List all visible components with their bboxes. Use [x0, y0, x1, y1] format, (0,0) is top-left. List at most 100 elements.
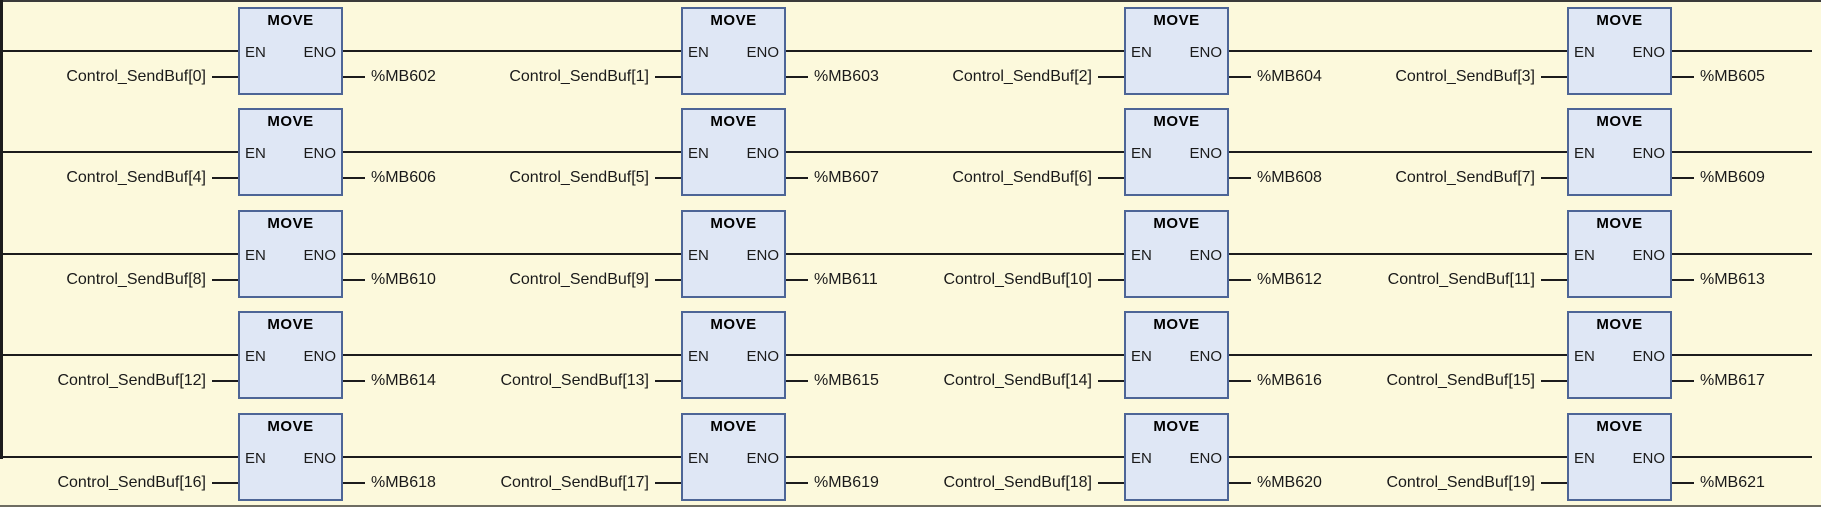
input-operand[interactable]: Control_SendBuf[15]: [1386, 372, 1535, 389]
input-operand[interactable]: Control_SendBuf[16]: [57, 474, 206, 491]
move-block[interactable]: MOVE EN ENO: [238, 210, 343, 298]
output-operand[interactable]: %MB618: [371, 474, 436, 491]
input-operand[interactable]: Control_SendBuf[5]: [509, 169, 649, 186]
move-block[interactable]: MOVE EN ENO: [681, 210, 786, 298]
output-operand[interactable]: %MB617: [1700, 372, 1765, 389]
input-operand[interactable]: Control_SendBuf[12]: [57, 372, 206, 389]
move-block[interactable]: MOVE EN ENO: [1124, 108, 1229, 196]
move-cell: Control_SendBuf[8] MOVE EN ENO %MB610: [0, 203, 1821, 304]
move-block[interactable]: MOVE EN ENO: [1124, 210, 1229, 298]
eno-pin-label: ENO: [1632, 348, 1665, 365]
move-cell: Control_SendBuf[6] MOVE EN ENO %MB608: [0, 101, 1821, 202]
rung: Control_SendBuf[8] MOVE EN ENO %MB610 Co…: [0, 203, 1821, 304]
move-cell: Control_SendBuf[5] MOVE EN ENO %MB607: [0, 101, 1821, 202]
move-block[interactable]: MOVE EN ENO: [1567, 108, 1672, 196]
network-bottom-separator: [0, 505, 1821, 507]
move-block[interactable]: MOVE EN ENO: [1124, 7, 1229, 95]
output-wire: [1229, 177, 1251, 179]
move-cell: Control_SendBuf[16] MOVE EN ENO %MB618: [0, 406, 1821, 507]
move-block[interactable]: MOVE EN ENO: [1567, 7, 1672, 95]
output-operand[interactable]: %MB614: [371, 372, 436, 389]
output-operand[interactable]: %MB615: [814, 372, 879, 389]
input-operand[interactable]: Control_SendBuf[14]: [943, 372, 1092, 389]
output-wire: [786, 380, 808, 382]
move-block[interactable]: MOVE EN ENO: [1567, 210, 1672, 298]
output-operand[interactable]: %MB619: [814, 474, 879, 491]
move-block[interactable]: MOVE EN ENO: [1124, 311, 1229, 399]
move-block[interactable]: MOVE EN ENO: [238, 413, 343, 501]
input-operand[interactable]: Control_SendBuf[9]: [509, 271, 649, 288]
move-block[interactable]: MOVE EN ENO: [681, 7, 786, 95]
output-wire: [1672, 76, 1694, 78]
move-block[interactable]: MOVE EN ENO: [1124, 413, 1229, 501]
output-wire: [1672, 380, 1694, 382]
en-pin-label: EN: [1574, 44, 1595, 61]
input-operand[interactable]: Control_SendBuf[2]: [952, 68, 1092, 85]
output-operand[interactable]: %MB604: [1257, 68, 1322, 85]
network-top-separator: [0, 0, 1821, 2]
eno-pin-label: ENO: [1189, 44, 1222, 61]
output-operand[interactable]: %MB606: [371, 169, 436, 186]
rung: Control_SendBuf[4] MOVE EN ENO %MB606 Co…: [0, 101, 1821, 202]
input-operand[interactable]: Control_SendBuf[19]: [1386, 474, 1535, 491]
move-cell: Control_SendBuf[13] MOVE EN ENO %MB615: [0, 304, 1821, 405]
output-operand[interactable]: %MB608: [1257, 169, 1322, 186]
rung-wire: [0, 151, 1812, 153]
output-operand[interactable]: %MB612: [1257, 271, 1322, 288]
input-operand[interactable]: Control_SendBuf[7]: [1395, 169, 1535, 186]
en-pin-label: EN: [245, 247, 266, 264]
move-block[interactable]: MOVE EN ENO: [681, 311, 786, 399]
input-operand[interactable]: Control_SendBuf[18]: [943, 474, 1092, 491]
move-block[interactable]: MOVE EN ENO: [238, 108, 343, 196]
en-pin-label: EN: [1131, 145, 1152, 162]
input-operand[interactable]: Control_SendBuf[8]: [66, 271, 206, 288]
input-operand[interactable]: Control_SendBuf[3]: [1395, 68, 1535, 85]
input-operand[interactable]: Control_SendBuf[0]: [66, 68, 206, 85]
block-title: MOVE: [1153, 215, 1200, 232]
move-block[interactable]: MOVE EN ENO: [681, 413, 786, 501]
output-operand[interactable]: %MB605: [1700, 68, 1765, 85]
output-operand[interactable]: %MB610: [371, 271, 436, 288]
input-operand[interactable]: Control_SendBuf[10]: [943, 271, 1092, 288]
input-wire: [1098, 76, 1124, 78]
move-cell: Control_SendBuf[10] MOVE EN ENO %MB612: [0, 203, 1821, 304]
move-cell: Control_SendBuf[9] MOVE EN ENO %MB611: [0, 203, 1821, 304]
block-title: MOVE: [710, 113, 757, 130]
output-operand[interactable]: %MB613: [1700, 271, 1765, 288]
output-operand[interactable]: %MB620: [1257, 474, 1322, 491]
block-title: MOVE: [1153, 12, 1200, 29]
eno-pin-label: ENO: [1189, 348, 1222, 365]
move-block[interactable]: MOVE EN ENO: [1567, 413, 1672, 501]
move-block[interactable]: MOVE EN ENO: [1567, 311, 1672, 399]
input-wire: [1541, 380, 1567, 382]
eno-pin-label: ENO: [746, 348, 779, 365]
output-wire: [786, 76, 808, 78]
input-operand[interactable]: Control_SendBuf[13]: [500, 372, 649, 389]
en-pin-label: EN: [688, 44, 709, 61]
move-cell: Control_SendBuf[3] MOVE EN ENO %MB605: [0, 0, 1821, 101]
output-operand[interactable]: %MB611: [814, 271, 878, 288]
output-operand[interactable]: %MB607: [814, 169, 879, 186]
input-wire: [655, 482, 681, 484]
move-block[interactable]: MOVE EN ENO: [681, 108, 786, 196]
input-operand[interactable]: Control_SendBuf[1]: [509, 68, 649, 85]
move-cell: Control_SendBuf[15] MOVE EN ENO %MB617: [0, 304, 1821, 405]
eno-pin-label: ENO: [303, 44, 336, 61]
output-operand[interactable]: %MB621: [1700, 474, 1765, 491]
block-title: MOVE: [1153, 418, 1200, 435]
input-wire: [212, 177, 238, 179]
output-operand[interactable]: %MB603: [814, 68, 879, 85]
input-wire: [212, 482, 238, 484]
input-wire: [212, 279, 238, 281]
block-title: MOVE: [1596, 418, 1643, 435]
input-operand[interactable]: Control_SendBuf[11]: [1387, 271, 1535, 288]
move-block[interactable]: MOVE EN ENO: [238, 7, 343, 95]
output-operand[interactable]: %MB602: [371, 68, 436, 85]
output-operand[interactable]: %MB609: [1700, 169, 1765, 186]
input-operand[interactable]: Control_SendBuf[17]: [500, 474, 649, 491]
input-operand[interactable]: Control_SendBuf[4]: [66, 169, 206, 186]
move-block[interactable]: MOVE EN ENO: [238, 311, 343, 399]
en-pin-label: EN: [1574, 348, 1595, 365]
input-operand[interactable]: Control_SendBuf[6]: [952, 169, 1092, 186]
output-operand[interactable]: %MB616: [1257, 372, 1322, 389]
